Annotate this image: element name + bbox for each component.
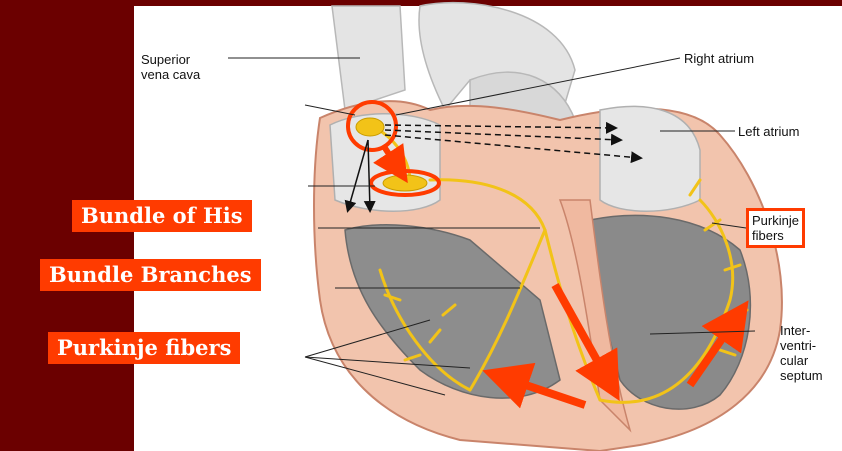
superior-vena-cava-label: Superior vena cava bbox=[141, 52, 200, 82]
left-atrium-label: Left atrium bbox=[738, 124, 799, 139]
av-node bbox=[383, 175, 427, 191]
purkinje-fibers-callout: Purkinje fibers bbox=[48, 332, 240, 364]
bundle-of-his-callout: Bundle of His bbox=[72, 200, 252, 232]
sa-node bbox=[356, 118, 384, 136]
purkinje-fibers-boxed-label: Purkinje fibers bbox=[746, 208, 805, 248]
bundle-branches-callout: Bundle Branches bbox=[40, 259, 261, 291]
septum-label: Inter- ventri- cular septum bbox=[780, 323, 823, 383]
right-atrium-label: Right atrium bbox=[684, 51, 754, 66]
